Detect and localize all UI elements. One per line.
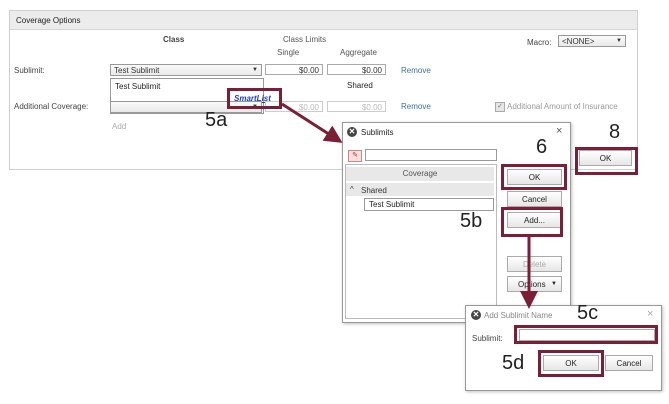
outer-ok-button[interactable]: OK <box>579 150 632 166</box>
macro-label: Macro: <box>527 38 552 47</box>
sublimit-value: Test Sublimit <box>114 66 160 75</box>
macro-select[interactable]: <NONE> ▼ <box>558 35 626 47</box>
highlight-outer-ok <box>575 147 638 175</box>
collapse-icon[interactable]: ^ <box>350 185 354 194</box>
sublimit-name-input[interactable] <box>519 329 655 341</box>
add-dialog-cancel-button[interactable]: Cancel <box>605 355 653 371</box>
callout-5c: 5c <box>577 302 599 324</box>
tree-group-row[interactable]: ^ Shared <box>346 183 494 196</box>
remove-sublimit-link[interactable]: Remove <box>401 66 431 75</box>
highlight-sublimit-input <box>514 325 658 344</box>
aggregate-header: Aggregate <box>340 48 377 57</box>
callout-5a: 5a <box>205 109 228 131</box>
dropdown-item-name[interactable]: Test Sublimit <box>115 82 161 91</box>
sublimit-select[interactable]: Test Sublimit ▼ <box>110 64 262 76</box>
chevron-down-icon: ▼ <box>252 67 258 73</box>
sublimit-single-input[interactable]: $0.00 <box>265 64 323 75</box>
callout-8: 8 <box>609 121 621 143</box>
tree-group-label: Shared <box>361 186 387 195</box>
close-icon[interactable]: × <box>647 308 654 320</box>
additional-aggregate-input[interactable]: $0.00 <box>327 101 386 112</box>
tree-item-row[interactable]: Test Sublimit <box>364 198 494 211</box>
macro-value: <NONE> <box>562 37 595 46</box>
sublimits-search-input[interactable] <box>365 149 497 161</box>
add-dialog-ok-button[interactable]: OK <box>543 355 599 371</box>
callout-5b: 5b <box>460 210 483 232</box>
dropdown-item-type: Shared <box>347 81 373 90</box>
panel-title: Coverage Options <box>16 16 81 25</box>
add-dialog-title: Add Sublimit Name <box>484 311 553 320</box>
chevron-down-icon: ▼ <box>616 38 622 44</box>
arrow-5a <box>281 102 343 143</box>
add-dialog-sublimit-label: Sublimit: <box>472 334 503 343</box>
sublimits-ok-button[interactable]: OK <box>507 169 562 185</box>
sublimits-dialog-title: Sublimits <box>361 128 394 137</box>
tree-item-label: Test Sublimit <box>369 200 415 209</box>
sublimits-cancel-button[interactable]: Cancel <box>507 191 562 207</box>
highlight-sublimits-ok <box>501 164 567 190</box>
app-logo-icon: ✕ <box>347 127 357 137</box>
sublimit-label: Sublimit: <box>14 66 45 75</box>
additional-amount-label: Additional Amount of Insurance <box>507 102 618 111</box>
smartlist-link[interactable]: SmartList <box>234 94 271 103</box>
highlight-add-ok <box>538 350 604 377</box>
single-header: Single <box>277 48 300 57</box>
panel-header: Coverage Options <box>10 11 637 30</box>
remove-additional-link[interactable]: Remove <box>401 102 431 111</box>
app-logo-icon: ✕ <box>471 310 481 320</box>
chevron-down-icon: ▼ <box>551 281 557 287</box>
callout-5d: 5d <box>502 352 525 374</box>
tree-header: Coverage <box>346 167 494 181</box>
additional-coverage-label: Additional Coverage: <box>14 102 89 111</box>
eraser-icon[interactable]: ✎ <box>348 150 362 162</box>
highlight-add-button <box>501 207 563 237</box>
add-coverage-link[interactable]: Add <box>112 122 127 131</box>
additional-amount-checkbox[interactable]: ✓ <box>495 102 505 112</box>
class-header: Class <box>163 35 185 44</box>
class-limits-header: Class Limits <box>283 35 327 44</box>
sublimits-delete-button[interactable]: Delete <box>507 256 562 272</box>
sublimits-tree: Coverage ^ Shared Test Sublimit <box>345 164 497 319</box>
sublimit-aggregate-input[interactable]: $0.00 <box>327 64 386 75</box>
close-icon[interactable]: × <box>556 125 563 137</box>
callout-6: 6 <box>536 136 548 158</box>
highlight-smartlist <box>227 88 282 109</box>
options-label: Options <box>518 280 546 289</box>
